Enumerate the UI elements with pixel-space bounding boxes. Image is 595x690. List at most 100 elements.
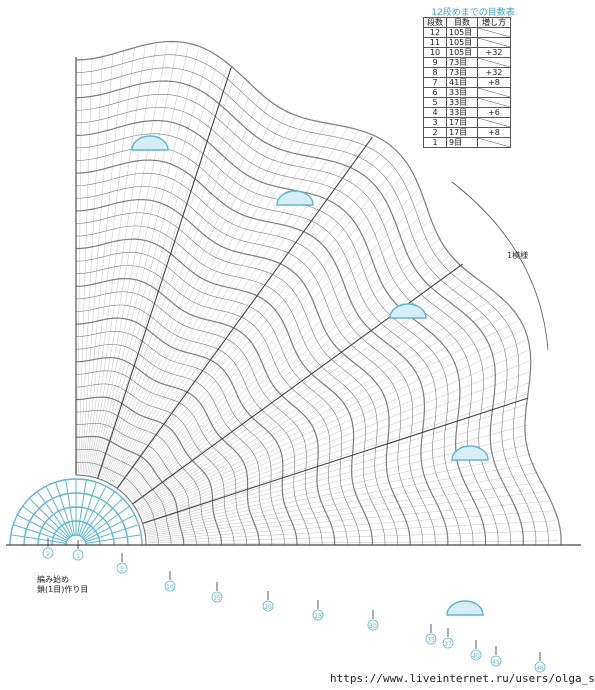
repeat-label: 1模様 bbox=[507, 251, 529, 260]
stitch-line bbox=[147, 500, 551, 539]
stitch-line bbox=[147, 481, 543, 536]
marker-number: 48 bbox=[536, 665, 544, 672]
count-cell: 17目 bbox=[446, 127, 478, 138]
stitch-line bbox=[98, 71, 237, 477]
stitch-line bbox=[122, 160, 403, 491]
stitch-line bbox=[125, 188, 420, 494]
increase-cell bbox=[477, 27, 511, 38]
stitch-line bbox=[82, 50, 124, 474]
motif-stitch bbox=[85, 534, 142, 544]
stitch-line bbox=[143, 371, 530, 520]
watermark-url: https://www.liveinternet.ru/users/olga_s… bbox=[330, 672, 595, 685]
stitch-line bbox=[118, 140, 378, 488]
increase-cell bbox=[477, 97, 511, 108]
motif-ring bbox=[65, 534, 87, 546]
stitch-line bbox=[147, 520, 557, 542]
increase-cell: +32 bbox=[477, 47, 511, 58]
round-cell: 1 bbox=[423, 137, 447, 148]
motif-stitch bbox=[65, 479, 75, 536]
chart-row bbox=[75, 225, 386, 545]
marker-number: 25 bbox=[314, 613, 322, 620]
stitch-line bbox=[140, 330, 523, 514]
fan-motif bbox=[446, 600, 484, 616]
chart-row bbox=[75, 383, 235, 545]
round-cell: 10 bbox=[423, 47, 447, 58]
stitch-line bbox=[88, 43, 168, 475]
fan-motif bbox=[131, 135, 169, 151]
marker-circle bbox=[72, 549, 84, 561]
marker-circle bbox=[367, 619, 379, 631]
chart-row bbox=[75, 265, 348, 545]
chart-row bbox=[75, 172, 436, 545]
round-cell: 11 bbox=[423, 37, 447, 48]
marker-circle bbox=[425, 633, 437, 645]
table-title: 12段めまでの目数表 bbox=[431, 8, 515, 18]
stitch-line bbox=[85, 45, 146, 474]
round-cell: 12 bbox=[423, 27, 447, 38]
stitch-line bbox=[108, 112, 298, 481]
repeat-spoke bbox=[97, 67, 232, 479]
motif-stitch bbox=[10, 534, 67, 544]
count-cell: 33目 bbox=[446, 87, 478, 98]
start-label-line1: 編み始め bbox=[37, 575, 69, 584]
marker-number: 20 bbox=[264, 604, 272, 611]
chart-row bbox=[75, 119, 487, 545]
chart-row bbox=[75, 317, 298, 545]
round-cell: 5 bbox=[423, 97, 447, 108]
marker-circle bbox=[470, 649, 482, 661]
repeat-spoke bbox=[116, 136, 373, 489]
motif-stitch bbox=[84, 514, 136, 541]
motif-stitch bbox=[81, 491, 116, 538]
marker-number: 35 bbox=[427, 637, 435, 644]
header-increase: 増し方 bbox=[477, 17, 511, 28]
chart-row bbox=[75, 238, 373, 545]
stitch-line bbox=[97, 64, 228, 477]
stitch-line bbox=[136, 281, 483, 507]
stitch-line bbox=[91, 46, 189, 475]
table-header-row: 段数 目数 増し方 bbox=[423, 17, 511, 28]
motif-stitch bbox=[85, 524, 139, 543]
chart-row bbox=[75, 186, 423, 545]
motif-stitch bbox=[78, 482, 97, 536]
stitch-line bbox=[115, 127, 349, 485]
motif-stitch bbox=[83, 505, 130, 540]
chart-row bbox=[75, 80, 524, 545]
increase-cell: +8 bbox=[477, 127, 511, 138]
stitch-line bbox=[144, 404, 528, 524]
stitch-line bbox=[120, 145, 387, 489]
stitch-line bbox=[93, 49, 199, 476]
round-cell: 6 bbox=[423, 87, 447, 98]
header-round: 段数 bbox=[423, 17, 447, 28]
chart-row bbox=[75, 133, 474, 545]
stitch-line bbox=[146, 463, 535, 533]
chart-row bbox=[75, 344, 273, 545]
stitch-line bbox=[113, 124, 338, 484]
chart-rows bbox=[75, 40, 562, 546]
marker-circle bbox=[262, 600, 274, 612]
stitch-line bbox=[123, 169, 409, 492]
stitch-line bbox=[116, 131, 359, 486]
motif-stitch bbox=[22, 505, 69, 540]
increase-cell: +6 bbox=[477, 107, 511, 118]
marker-circle bbox=[211, 591, 223, 603]
stitch-line bbox=[124, 178, 415, 493]
stitch-line bbox=[145, 414, 528, 526]
stitch-line bbox=[127, 208, 429, 496]
stitch-line bbox=[143, 382, 530, 521]
stitch-line bbox=[121, 152, 395, 490]
stitch-line bbox=[117, 135, 369, 487]
stitch-line bbox=[139, 312, 512, 512]
stitch-line bbox=[103, 91, 262, 479]
repeat-spoke bbox=[142, 397, 529, 524]
stitch-line bbox=[107, 108, 288, 481]
chart-row bbox=[75, 54, 549, 545]
stitch-line bbox=[147, 491, 547, 537]
stitch-line bbox=[144, 393, 529, 523]
stitch-line bbox=[141, 340, 526, 516]
